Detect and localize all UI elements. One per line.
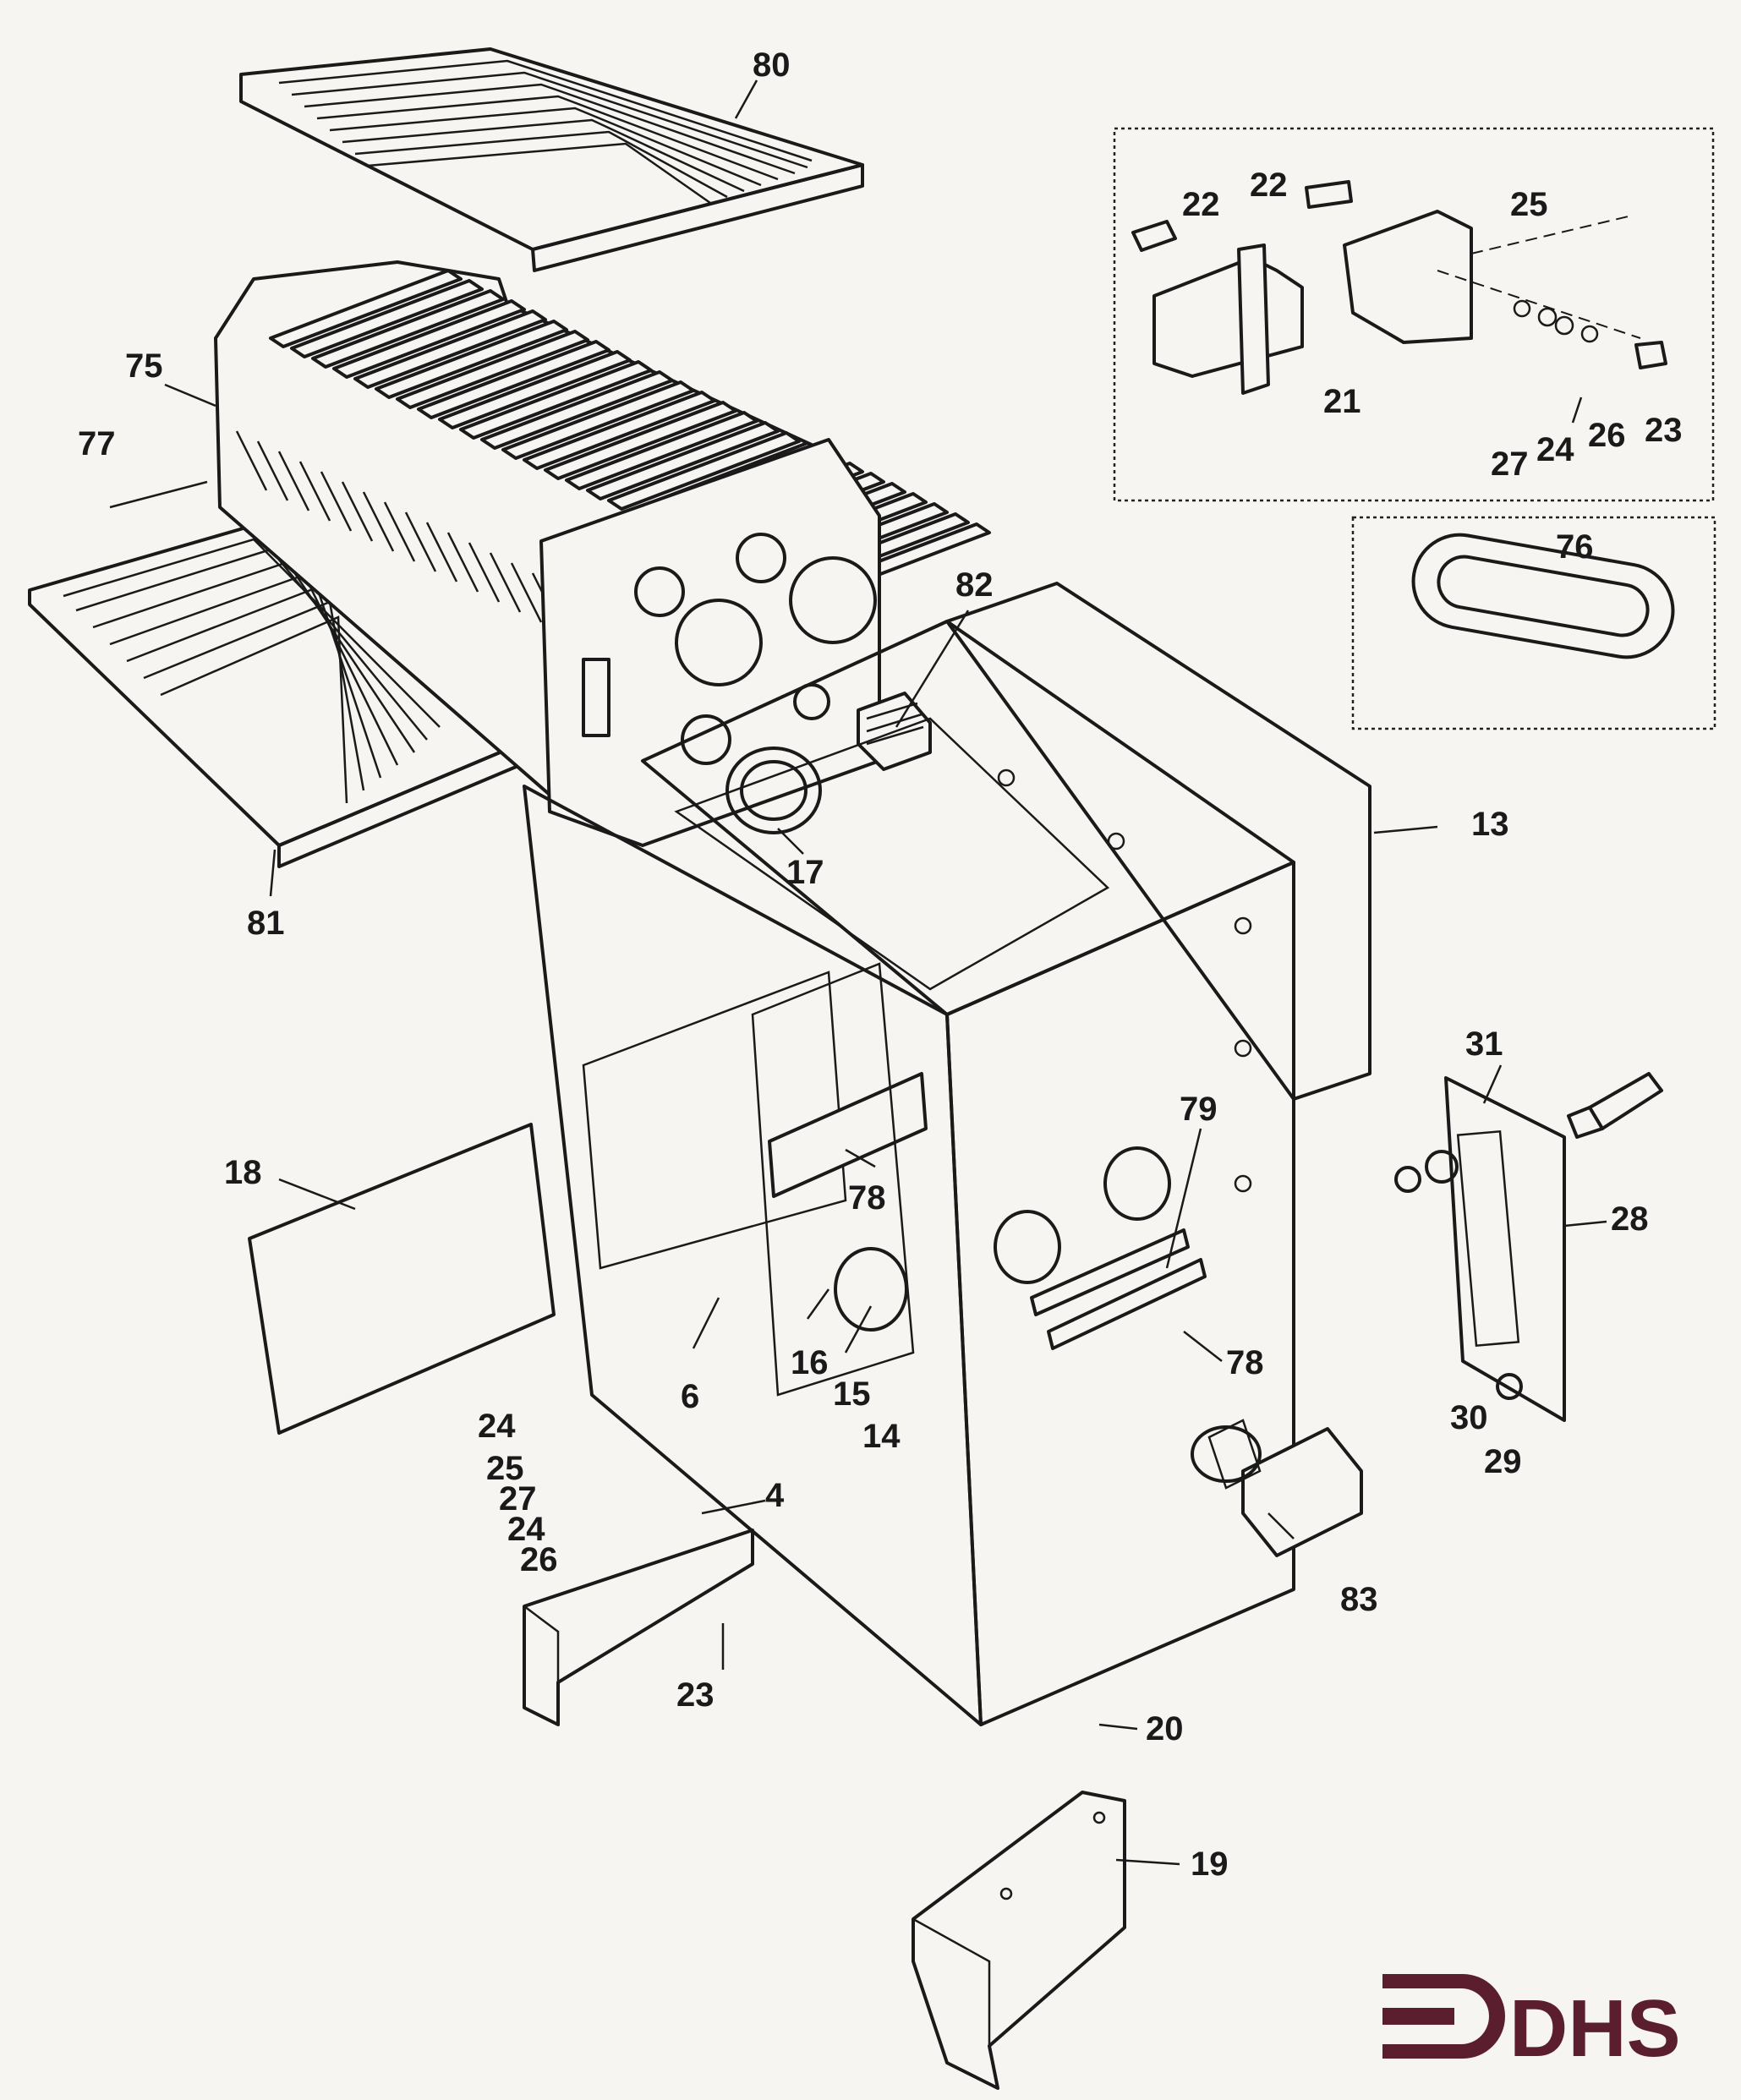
label-21: 21 xyxy=(1323,383,1361,420)
label-78a: 78 xyxy=(848,1179,886,1217)
thermostat-assembly xyxy=(1131,180,1667,395)
label-29: 29 xyxy=(1484,1443,1522,1480)
label-30: 30 xyxy=(1450,1399,1488,1436)
fin-lower xyxy=(404,511,437,572)
label-16: 16 xyxy=(791,1344,829,1381)
bracket-19 xyxy=(912,1791,1126,2090)
fin-lower xyxy=(256,440,289,501)
label-15: 15 xyxy=(833,1375,871,1413)
gasket-17 xyxy=(725,746,822,834)
heat-exchanger xyxy=(214,260,991,847)
label-18: 18 xyxy=(224,1154,262,1191)
fin-lower xyxy=(425,522,458,582)
combustion-case-13 xyxy=(523,582,1371,1726)
fin-lower xyxy=(341,481,374,542)
label-17: 17 xyxy=(786,854,824,891)
fin-lower xyxy=(489,552,522,613)
label-78b: 78 xyxy=(1226,1344,1264,1381)
label-22a: 22 xyxy=(1182,186,1220,223)
bracket-left xyxy=(523,1529,754,1726)
logo-text: DHS xyxy=(1509,1983,1681,2074)
label-27b: 27 xyxy=(1491,446,1529,483)
dhs-logo: DHS xyxy=(1382,1974,1681,2074)
fin xyxy=(480,370,674,450)
label-14: 14 xyxy=(862,1418,901,1455)
fin xyxy=(544,401,737,480)
fin-lower xyxy=(383,501,416,562)
label-19: 19 xyxy=(1191,1846,1229,1883)
grille-plate-80 xyxy=(239,47,864,272)
fin xyxy=(501,380,695,460)
label-83: 83 xyxy=(1340,1581,1378,1618)
label-79: 79 xyxy=(1180,1091,1218,1128)
label-24a: 24 xyxy=(478,1408,516,1445)
label-24c: 24 xyxy=(1536,431,1574,468)
label-6: 6 xyxy=(681,1378,699,1415)
fin-lower xyxy=(235,430,268,491)
label-76: 76 xyxy=(1556,528,1594,566)
label-23b: 23 xyxy=(1645,412,1683,449)
label-26b: 26 xyxy=(1588,417,1626,454)
label-22b: 22 xyxy=(1250,167,1288,204)
label-25b: 25 xyxy=(1510,186,1548,223)
label-4: 4 xyxy=(765,1477,785,1514)
gasket-76 xyxy=(1411,533,1675,659)
label-13: 13 xyxy=(1471,806,1509,843)
detail-box-thermostat xyxy=(1113,127,1715,502)
ignition-unit-83 xyxy=(1191,1419,1363,1557)
fin xyxy=(459,360,653,440)
fin xyxy=(565,411,758,490)
label-75: 75 xyxy=(125,347,163,385)
fin xyxy=(586,421,780,500)
label-20: 20 xyxy=(1146,1710,1184,1747)
fin xyxy=(290,279,484,358)
fin xyxy=(438,350,632,429)
fin-lower xyxy=(468,542,501,603)
label-24b: 24 xyxy=(507,1511,545,1548)
fin xyxy=(269,269,463,348)
leader-lines xyxy=(109,79,1607,1866)
label-25a: 25 xyxy=(486,1450,524,1487)
fin-lower xyxy=(510,562,543,623)
fin xyxy=(607,431,801,511)
bracket-28-31 xyxy=(1394,1072,1663,1422)
fin xyxy=(311,289,505,369)
fin-lower xyxy=(298,461,331,522)
label-77: 77 xyxy=(78,425,116,462)
label-82: 82 xyxy=(955,566,994,604)
label-81: 81 xyxy=(247,905,285,942)
label-23a: 23 xyxy=(676,1676,714,1714)
part-labels: 80 75 77 81 82 17 13 18 6 16 15 14 78 78… xyxy=(78,46,1683,1883)
logo-arrow-mark xyxy=(1382,1974,1505,2059)
label-80: 80 xyxy=(753,46,791,84)
fin xyxy=(417,340,610,419)
fin xyxy=(353,309,547,389)
fin xyxy=(375,320,568,399)
label-26a: 26 xyxy=(520,1541,558,1578)
label-27a: 27 xyxy=(499,1480,537,1518)
fin xyxy=(332,299,526,379)
fin xyxy=(523,391,716,470)
fin-lower xyxy=(446,532,479,593)
label-31: 31 xyxy=(1465,1025,1503,1063)
fin xyxy=(396,330,589,409)
window-glass-18 xyxy=(248,1123,556,1435)
fin-lower xyxy=(277,451,310,511)
label-28: 28 xyxy=(1611,1200,1649,1238)
fin-lower xyxy=(320,471,353,532)
detail-box-76 xyxy=(1351,516,1716,730)
fin-lower xyxy=(362,491,395,552)
